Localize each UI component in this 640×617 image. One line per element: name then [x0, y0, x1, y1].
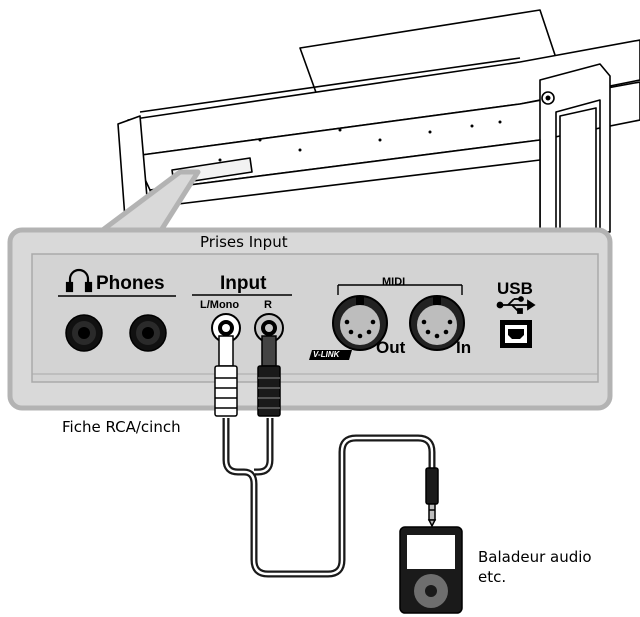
midi-in-label: In: [456, 338, 472, 357]
midi-out-port: [332, 295, 388, 351]
input-label: Input: [220, 273, 267, 294]
rca-plug-white: [214, 335, 238, 417]
usb-label: USB: [497, 279, 533, 298]
mini-jack-plug: [425, 467, 439, 528]
phone-jack-2: [129, 314, 167, 352]
vlink-label: V-LINK: [313, 350, 340, 359]
player-caption-line1: Baladeur audio: [478, 548, 592, 566]
digital-piano-illustration: [117, 9, 640, 233]
headphones-icon: [65, 268, 93, 293]
midi-out-label: Out: [376, 338, 406, 357]
phones-label: Phones: [96, 273, 165, 294]
rear-panel-callout: [7, 227, 613, 411]
midi-label: MIDI: [382, 276, 406, 288]
media-player-icon: [399, 526, 463, 614]
phone-jack-1: [65, 314, 103, 352]
audio-cable: [222, 418, 436, 578]
input-jacks-caption: Prises Input: [200, 233, 288, 251]
usb-port: [500, 320, 532, 348]
input-left-label: L/Mono: [200, 299, 240, 311]
midi-section: [309, 284, 465, 360]
usb-icon: [496, 296, 536, 314]
usb-section: [496, 296, 536, 348]
phones-section: [58, 268, 176, 352]
vlink-badge: [309, 350, 352, 360]
input-section: [192, 294, 292, 343]
input-right-label: R: [264, 299, 272, 311]
rca-plug-caption: Fiche RCA/cinch: [62, 418, 181, 436]
rca-jack-right: [254, 313, 284, 343]
midi-in-port: [409, 295, 465, 351]
rca-plug-black: [257, 335, 281, 417]
player-caption-line2: etc.: [478, 568, 507, 586]
